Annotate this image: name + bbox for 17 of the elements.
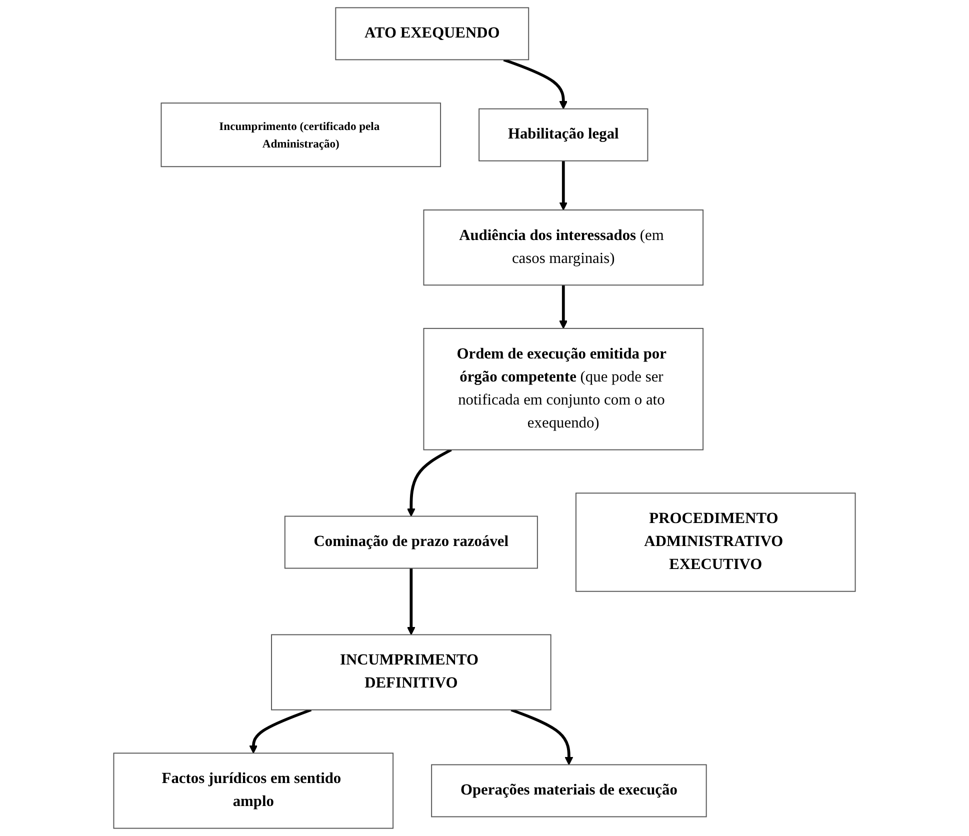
arrow — [406, 568, 416, 636]
node-box: ATO EXEQUENDO — [335, 7, 530, 60]
node-box: Incumprimento (certificado pela Administração) — [160, 102, 442, 168]
node-box: Ordem de execução emitida por órgão competente (que pode ser notificada em conjunto com o ato exequendo) — [423, 328, 704, 450]
arrow — [503, 58, 568, 110]
node-box: PROCEDIMENTO ADMINISTRATIVO EXECUTIVO — [575, 492, 856, 592]
node-box: Cominação de prazo razoável — [284, 516, 538, 569]
arrow — [559, 285, 568, 329]
arrow — [559, 160, 568, 210]
node-box: Audiência dos interessados (em casos marginais) — [423, 209, 704, 286]
arrow — [249, 708, 312, 754]
node-box: Operações materiais de execução — [431, 764, 707, 818]
arrow — [406, 448, 452, 517]
arrow — [510, 708, 574, 766]
node-box: Factos jurídicos em sentido amplo — [113, 752, 394, 829]
node-box: Habilitação legal — [478, 108, 648, 162]
node-box: INCUMPRIMENTO DEFINITIVO — [271, 634, 552, 710]
